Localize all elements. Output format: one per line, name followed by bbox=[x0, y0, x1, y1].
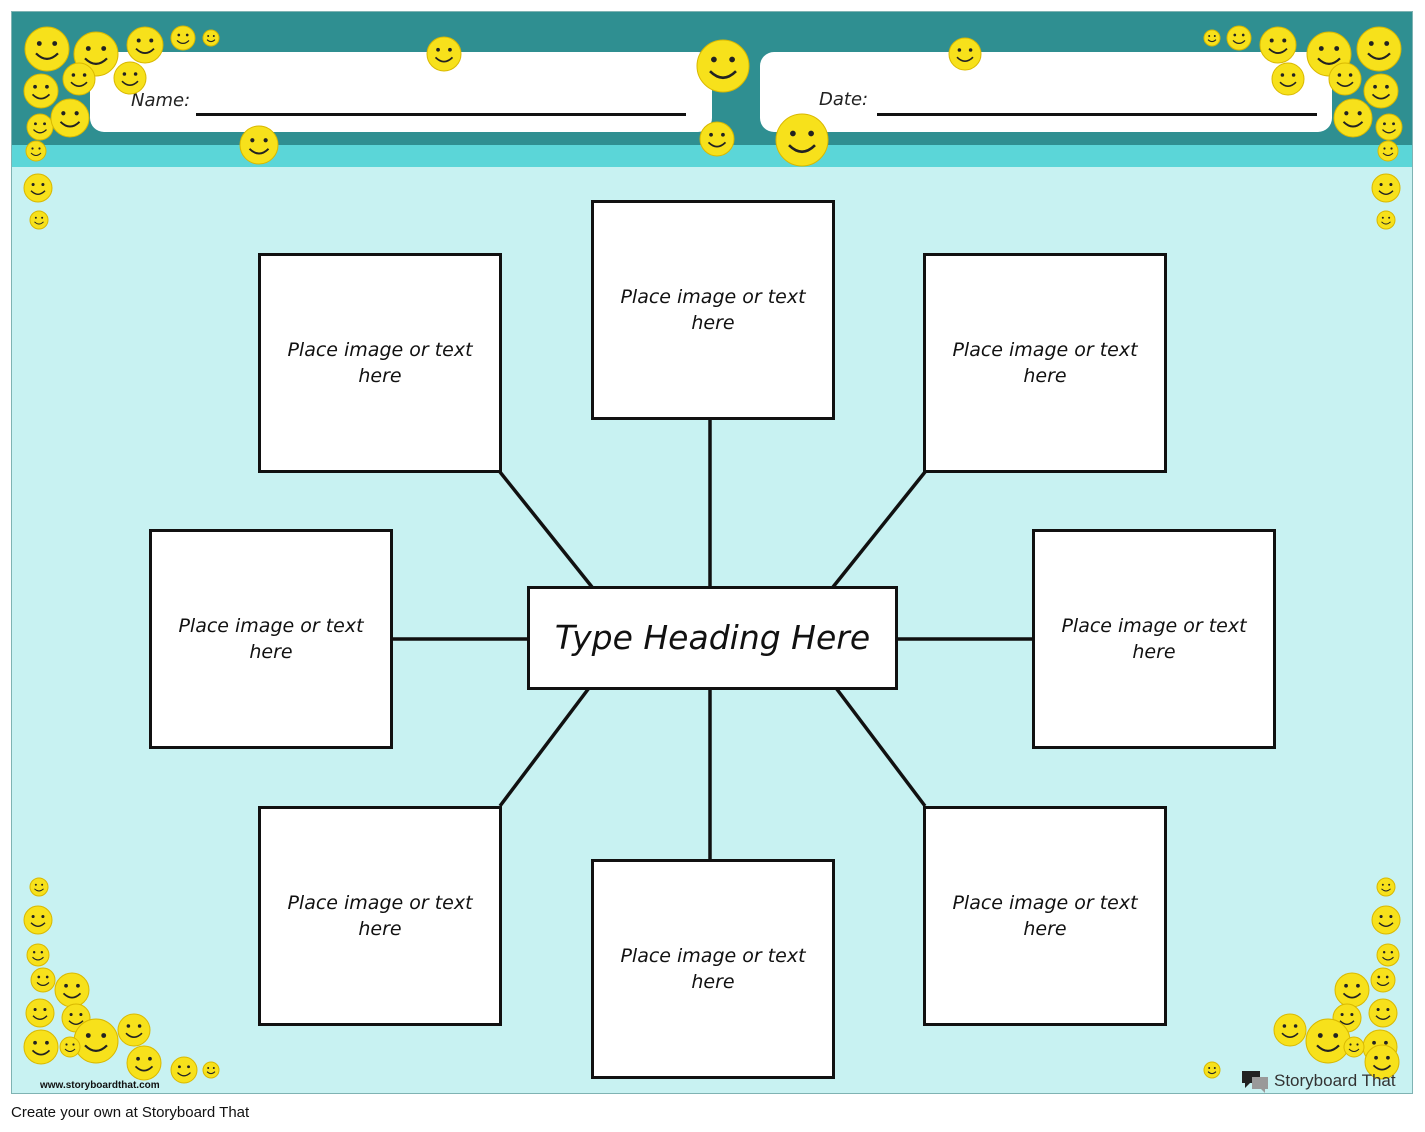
smiley-emoji-icon bbox=[1328, 62, 1362, 96]
site-url: www.storyboardthat.com bbox=[40, 1080, 160, 1091]
smiley-emoji-icon bbox=[29, 210, 49, 230]
cell-top-right[interactable]: Place image or text here bbox=[923, 253, 1167, 473]
cell-bottom-right[interactable]: Place image or text here bbox=[923, 806, 1167, 1026]
smiley-emoji-icon bbox=[25, 140, 47, 162]
smiley-emoji-icon bbox=[29, 877, 49, 897]
heading-box[interactable]: Type Heading Here bbox=[527, 586, 898, 690]
smiley-emoji-icon bbox=[1226, 25, 1252, 51]
smiley-emoji-icon bbox=[23, 173, 53, 203]
smiley-emoji-icon bbox=[1363, 73, 1399, 109]
smiley-emoji-icon bbox=[1333, 98, 1373, 138]
date-input-line[interactable] bbox=[877, 113, 1317, 116]
smiley-emoji-icon bbox=[1377, 140, 1399, 162]
smiley-emoji-icon bbox=[50, 98, 90, 138]
smiley-emoji-icon bbox=[23, 905, 53, 935]
smiley-emoji-icon bbox=[62, 62, 96, 96]
connector-line bbox=[498, 470, 594, 589]
smiley-emoji-icon bbox=[1271, 62, 1305, 96]
brand-name: Storyboard That bbox=[1274, 1071, 1396, 1090]
smiley-emoji-icon bbox=[170, 25, 196, 51]
smiley-emoji-icon bbox=[699, 121, 735, 157]
date-field-box bbox=[760, 52, 1332, 132]
smiley-emoji-icon bbox=[1376, 877, 1396, 897]
cell-right[interactable]: Place image or text here bbox=[1032, 529, 1276, 749]
cell-text: Place image or text here bbox=[620, 945, 806, 993]
smiley-emoji-icon bbox=[117, 1013, 151, 1047]
smiley-emoji-icon bbox=[1203, 1061, 1221, 1079]
smiley-emoji-icon bbox=[775, 113, 829, 167]
smiley-emoji-icon bbox=[170, 1056, 198, 1084]
smiley-emoji-icon bbox=[1376, 210, 1396, 230]
smiley-emoji-icon bbox=[1375, 113, 1403, 141]
smiley-emoji-icon bbox=[59, 1036, 81, 1058]
smiley-emoji-icon bbox=[1305, 1018, 1351, 1064]
smiley-emoji-icon bbox=[426, 36, 462, 72]
smiley-emoji-icon bbox=[26, 943, 50, 967]
smiley-emoji-icon bbox=[1203, 29, 1221, 47]
cell-text: Place image or text here bbox=[620, 286, 806, 334]
cell-text: Place image or text here bbox=[287, 892, 473, 940]
smiley-emoji-icon bbox=[696, 39, 750, 93]
smiley-emoji-icon bbox=[23, 1029, 59, 1065]
name-input-line[interactable] bbox=[196, 113, 686, 116]
smiley-emoji-icon bbox=[1370, 967, 1396, 993]
smiley-emoji-icon bbox=[948, 37, 982, 71]
smiley-emoji-icon bbox=[202, 1061, 220, 1079]
header-stripe bbox=[12, 145, 1412, 167]
cell-text: Place image or text here bbox=[952, 892, 1138, 940]
cell-left[interactable]: Place image or text here bbox=[149, 529, 393, 749]
smiley-emoji-icon bbox=[1334, 972, 1370, 1008]
smiley-emoji-icon bbox=[1368, 998, 1398, 1028]
smiley-emoji-icon bbox=[23, 73, 59, 109]
name-field-box bbox=[90, 52, 712, 132]
smiley-emoji-icon bbox=[25, 998, 55, 1028]
cell-top[interactable]: Place image or text here bbox=[591, 200, 835, 420]
connector-line bbox=[831, 470, 927, 589]
cell-bottom-left[interactable]: Place image or text here bbox=[258, 806, 502, 1026]
bottom-caption[interactable]: Create your own at Storyboard That bbox=[11, 1104, 250, 1121]
smiley-emoji-icon bbox=[1356, 26, 1402, 72]
name-label: Name: bbox=[131, 90, 191, 111]
date-label: Date: bbox=[819, 89, 869, 110]
smiley-emoji-icon bbox=[24, 26, 70, 72]
connector-line bbox=[498, 686, 591, 808]
smiley-emoji-icon bbox=[1343, 1036, 1365, 1058]
smiley-emoji-icon bbox=[1273, 1013, 1307, 1047]
smiley-emoji-icon bbox=[126, 26, 164, 64]
smiley-emoji-icon bbox=[1371, 905, 1401, 935]
heading-text: Type Heading Here bbox=[554, 618, 871, 657]
cell-bottom[interactable]: Place image or text here bbox=[591, 859, 835, 1079]
smiley-emoji-icon bbox=[1371, 173, 1401, 203]
smiley-emoji-icon bbox=[113, 61, 147, 95]
speech-bubble-icon bbox=[1242, 1071, 1268, 1093]
smiley-emoji-icon bbox=[202, 29, 220, 47]
cell-text: Place image or text here bbox=[1061, 615, 1247, 663]
cell-top-left[interactable]: Place image or text here bbox=[258, 253, 502, 473]
connector-lines bbox=[391, 419, 1033, 861]
cell-text: Place image or text here bbox=[178, 615, 364, 663]
smiley-emoji-icon bbox=[1364, 1044, 1400, 1080]
smiley-emoji-icon bbox=[1259, 26, 1297, 64]
smiley-emoji-icon bbox=[126, 1045, 162, 1081]
smiley-emoji-icon bbox=[30, 967, 56, 993]
cell-text: Place image or text here bbox=[952, 339, 1138, 387]
smiley-emoji-icon bbox=[1376, 943, 1400, 967]
brand-logo: Storyboard That bbox=[1240, 1069, 1396, 1093]
smiley-emoji-icon bbox=[54, 972, 90, 1008]
smiley-emoji-icon bbox=[239, 125, 279, 165]
worksheet: Name: Date: Place image or text here Pla… bbox=[11, 11, 1413, 1094]
connector-line bbox=[834, 686, 927, 808]
cell-text: Place image or text here bbox=[287, 339, 473, 387]
